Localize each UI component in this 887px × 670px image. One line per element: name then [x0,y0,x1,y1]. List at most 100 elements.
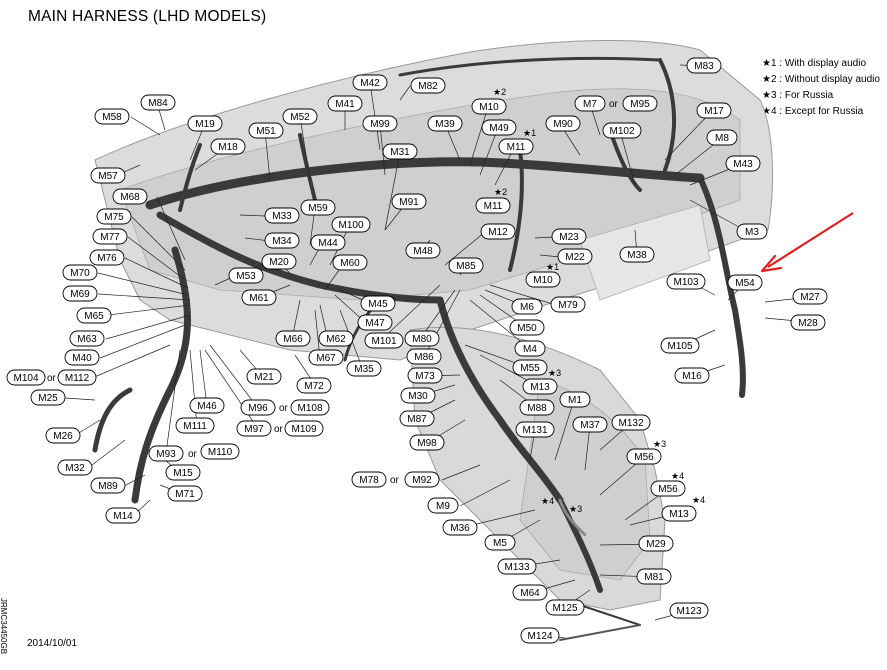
callout-M31[interactable]: M31 [382,143,418,160]
callout-M72[interactable]: M72 [296,377,332,394]
callout-M62[interactable]: M62 [318,330,354,347]
callout-M53[interactable]: M53 [228,267,264,284]
callout-M109[interactable]: M109 [284,420,324,437]
callout-M13a[interactable]: M13 [522,378,558,395]
callout-M66[interactable]: M66 [275,330,311,347]
callout-M44[interactable]: M44 [310,234,346,251]
callout-M100[interactable]: M100 [331,216,371,233]
callout-M57[interactable]: M57 [90,167,126,184]
callout-M83[interactable]: M83 [686,57,722,74]
callout-M80[interactable]: M80 [404,330,440,347]
callout-M15[interactable]: M15 [165,464,201,481]
callout-M50[interactable]: M50 [509,319,545,336]
callout-M56b[interactable]: M56 [650,480,686,497]
callout-M63[interactable]: M63 [69,330,105,347]
callout-M21[interactable]: M21 [246,368,282,385]
callout-M54[interactable]: M54 [727,274,763,291]
callout-M90[interactable]: M90 [545,115,581,132]
callout-M87[interactable]: M87 [399,410,435,427]
callout-M3[interactable]: M3 [736,223,768,240]
callout-M23[interactable]: M23 [551,228,587,245]
callout-M46[interactable]: M46 [189,397,225,414]
callout-M45[interactable]: M45 [360,295,396,312]
callout-M125[interactable]: M125 [545,599,585,616]
callout-M29[interactable]: M29 [638,535,674,552]
callout-M26[interactable]: M26 [45,427,81,444]
callout-M11b[interactable]: M11 [475,197,511,214]
callout-M95[interactable]: M95 [622,95,658,112]
callout-M75[interactable]: M75 [96,208,132,225]
callout-M1[interactable]: M1 [559,391,591,408]
callout-M22[interactable]: M22 [557,248,593,265]
callout-M14[interactable]: M14 [105,507,141,524]
callout-M69[interactable]: M69 [62,285,98,302]
callout-M96[interactable]: M96 [240,399,276,416]
callout-M18[interactable]: M18 [210,138,246,155]
callout-M85[interactable]: M85 [448,257,484,274]
callout-M4[interactable]: M4 [514,340,546,357]
callout-M38[interactable]: M38 [619,246,655,263]
callout-M7[interactable]: M7 [574,95,606,112]
callout-M47[interactable]: M47 [357,314,393,331]
callout-M104[interactable]: M104 [6,369,46,386]
callout-M79[interactable]: M79 [550,296,586,313]
callout-M58[interactable]: M58 [94,108,130,125]
callout-M76[interactable]: M76 [89,249,125,266]
callout-M49[interactable]: M49 [481,119,517,136]
callout-M91[interactable]: M91 [391,193,427,210]
callout-M43[interactable]: M43 [725,155,761,172]
callout-M88[interactable]: M88 [519,399,555,416]
callout-M28[interactable]: M28 [790,314,826,331]
callout-M60[interactable]: M60 [332,254,368,271]
callout-M92[interactable]: M92 [404,471,440,488]
callout-M86[interactable]: M86 [406,348,442,365]
callout-M61[interactable]: M61 [241,289,277,306]
callout-M99[interactable]: M99 [362,115,398,132]
callout-M103[interactable]: M103 [666,273,706,290]
callout-M56a[interactable]: M56 [626,448,662,465]
callout-M73[interactable]: M73 [407,367,443,384]
callout-M8[interactable]: M8 [706,129,738,146]
callout-M55[interactable]: M55 [512,359,548,376]
callout-M77[interactable]: M77 [92,228,128,245]
callout-M70[interactable]: M70 [62,264,98,281]
callout-M124[interactable]: M124 [520,627,560,644]
callout-M97[interactable]: M97 [236,420,272,437]
callout-M32[interactable]: M32 [57,459,93,476]
callout-M78[interactable]: M78 [351,471,387,488]
callout-M10a[interactable]: M10 [471,98,507,115]
callout-M41[interactable]: M41 [327,95,363,112]
callout-M5[interactable]: M5 [484,534,516,551]
callout-M82[interactable]: M82 [410,77,446,94]
callout-M51[interactable]: M51 [248,122,284,139]
callout-M19[interactable]: M19 [187,115,223,132]
callout-M105[interactable]: M105 [660,337,700,354]
callout-M34[interactable]: M34 [264,232,300,249]
callout-M16[interactable]: M16 [674,367,710,384]
callout-M40[interactable]: M40 [64,349,100,366]
callout-M39[interactable]: M39 [427,115,463,132]
callout-M101[interactable]: M101 [364,332,404,349]
callout-M36[interactable]: M36 [442,519,478,536]
callout-M25[interactable]: M25 [30,389,66,406]
callout-M27[interactable]: M27 [792,288,828,305]
callout-M17[interactable]: M17 [696,102,732,119]
callout-M64[interactable]: M64 [512,584,548,601]
callout-M65[interactable]: M65 [76,307,112,324]
callout-M108[interactable]: M108 [290,399,330,416]
callout-M67[interactable]: M67 [308,349,344,366]
callout-M84[interactable]: M84 [140,94,176,111]
callout-M6[interactable]: M6 [511,298,543,315]
callout-M112[interactable]: M112 [57,369,97,386]
callout-M30[interactable]: M30 [400,387,436,404]
callout-M89[interactable]: M89 [90,477,126,494]
callout-M33[interactable]: M33 [264,207,300,224]
callout-M48[interactable]: M48 [405,242,441,259]
callout-M131[interactable]: M131 [515,421,555,438]
callout-M42[interactable]: M42 [352,74,388,91]
callout-M37[interactable]: M37 [572,416,608,433]
callout-M35[interactable]: M35 [346,360,382,377]
callout-M12[interactable]: M12 [480,223,516,240]
callout-M133[interactable]: M133 [497,558,537,575]
callout-M52[interactable]: M52 [282,108,318,125]
